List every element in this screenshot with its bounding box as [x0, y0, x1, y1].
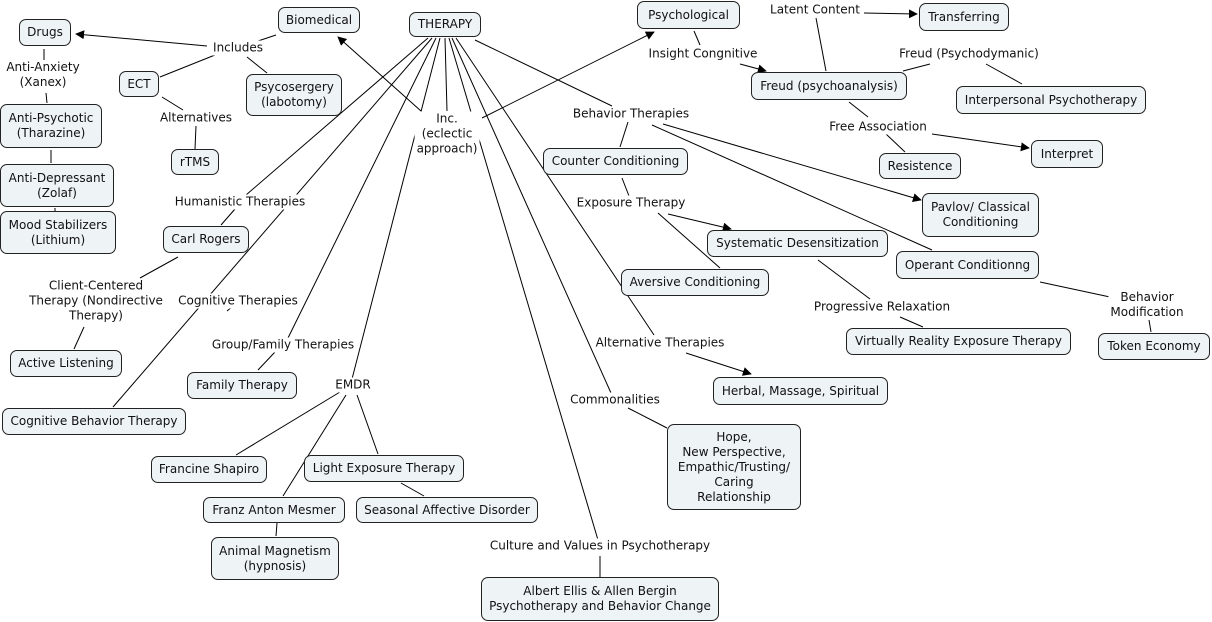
concept-drugs[interactable]: Drugs	[19, 19, 71, 46]
concept-psychological[interactable]: Psychological	[637, 1, 740, 29]
concept-psycosergery[interactable]: Psycosergery (labotomy)	[246, 74, 342, 116]
link-line	[863, 9, 918, 19]
link-line	[220, 208, 236, 226]
link-line	[139, 256, 179, 279]
link-line	[474, 39, 613, 107]
concept-herbal-massage-spiritual[interactable]: Herbal, Massage, Spiritual	[713, 377, 888, 405]
link-line	[667, 213, 732, 232]
concept-transferring[interactable]: Transferring	[919, 3, 1009, 31]
link-includes: Includes	[211, 40, 265, 56]
link-free-association: Free Association	[827, 119, 929, 135]
link-line	[657, 212, 721, 269]
link-client-centered: Client-Centered Therapy (Nondirective Th…	[27, 278, 165, 324]
link-line	[481, 31, 655, 119]
concept-virtual-reality-exposure[interactable]: Virtually Reality Exposure Therapy	[846, 328, 1071, 355]
link-line	[351, 37, 441, 380]
link-line	[931, 133, 1030, 152]
concept-hope[interactable]: Hope, New Perspective, Empathic/Trusting…	[667, 424, 801, 510]
link-line	[337, 36, 422, 112]
link-line	[693, 30, 701, 46]
link-humanistic-therapies: Humanistic Therapies	[172, 194, 308, 210]
concept-mood-stabilizers[interactable]: Mood Stabilizers (Lithium)	[0, 211, 116, 254]
link-line	[627, 407, 668, 429]
concept-family-therapy[interactable]: Family Therapy	[187, 372, 297, 399]
concept-systematic-desensitization[interactable]: Systematic Desensitization	[707, 230, 888, 257]
link-line	[451, 37, 612, 394]
link-line	[194, 125, 197, 150]
link-line	[75, 30, 208, 47]
link-line	[161, 96, 184, 111]
link-anti-anxiety: Anti-Anxiety (Xanex)	[4, 60, 82, 90]
link-line	[45, 92, 48, 104]
link-line	[275, 522, 278, 537]
link-line	[400, 482, 425, 497]
link-line	[685, 352, 752, 376]
link-freud-psychodynamic: Freud (Psychodymanic)	[897, 46, 1041, 62]
link-commonalities: Commonalities	[568, 392, 662, 408]
concept-token-economy[interactable]: Token Economy	[1098, 333, 1210, 360]
link-line	[1039, 281, 1111, 298]
link-inc-eclectic: Inc. (eclectic approach)	[414, 111, 480, 157]
link-line	[817, 259, 871, 300]
concept-ect[interactable]: ECT	[119, 71, 159, 97]
link-line	[73, 326, 85, 350]
concept-interpersonal-psychotherapy[interactable]: Interpersonal Psychotherapy	[956, 86, 1146, 114]
link-line	[159, 54, 216, 78]
link-progressive-relaxation: Progressive Relaxation	[811, 299, 953, 315]
concept-resistence[interactable]: Resistence	[879, 153, 961, 179]
concept-cognitive-behavior-therapy[interactable]: Cognitive Behavior Therapy	[2, 408, 186, 435]
link-emdr: EMDR	[333, 377, 373, 393]
link-line	[739, 63, 767, 74]
concept-animal-magnetism[interactable]: Animal Magnetism (hypnosis)	[211, 537, 339, 580]
concept-interpret[interactable]: Interpret	[1031, 140, 1103, 168]
link-line	[662, 123, 922, 203]
link-line	[902, 63, 931, 72]
link-alternatives: Alternatives	[157, 110, 235, 126]
link-line	[621, 177, 630, 197]
link-line	[815, 17, 827, 72]
concept-carl-rogers[interactable]: Carl Rogers	[163, 226, 249, 253]
link-culture-values: Culture and Values in Psychotherapy	[487, 538, 713, 554]
link-line	[651, 124, 933, 251]
link-line	[287, 37, 437, 339]
concept-therapy[interactable]: THERAPY	[409, 12, 481, 37]
link-line	[246, 56, 268, 74]
link-line	[619, 121, 629, 148]
link-insight-cognitive: Insight Congnitive	[646, 46, 760, 62]
link-line	[444, 37, 448, 112]
link-line	[885, 133, 906, 153]
concept-active-listening[interactable]: Active Listening	[10, 350, 122, 377]
link-line	[245, 37, 429, 196]
concept-rtms[interactable]: rTMS	[171, 149, 219, 175]
concept-seasonal-affective-disorder[interactable]: Seasonal Affective Disorder	[356, 497, 538, 523]
link-line	[356, 394, 379, 455]
concept-anti-psychotic[interactable]: Anti-Psychotic (Tharazine)	[0, 104, 102, 148]
concept-freud-psychoanalysis[interactable]: Freud (psychoanalysis)	[751, 72, 907, 100]
link-cognitive-therapies: Cognitive Therapies	[176, 293, 300, 309]
link-line	[899, 316, 924, 328]
link-line	[257, 351, 276, 371]
link-group-family-therapies: Group/Family Therapies	[209, 337, 357, 353]
concept-anti-depressant[interactable]: Anti-Depressant (Zolaf)	[0, 164, 114, 207]
concept-aversive-conditioning[interactable]: Aversive Conditioning	[621, 269, 769, 296]
link-behavior-therapies: Behavior Therapies	[570, 106, 692, 122]
link-latent-content: Latent Content	[768, 2, 862, 18]
concept-operant-conditioning[interactable]: Operant Conditionng	[896, 251, 1039, 279]
concept-francine-shapiro[interactable]: Francine Shapiro	[151, 456, 267, 483]
link-line	[848, 101, 869, 118]
concept-light-exposure-therapy[interactable]: Light Exposure Therapy	[304, 455, 464, 482]
link-exposure-therapy: Exposure Therapy	[574, 195, 688, 211]
concept-pavlov[interactable]: Pavlov/ Classical Conditioning	[922, 193, 1039, 237]
concept-albert-ellis[interactable]: Albert Ellis & Allen Bergin Psychotherap…	[481, 577, 719, 621]
link-behavior-modification: Behavior Modification	[1108, 290, 1186, 320]
link-line	[985, 63, 1023, 85]
link-line	[282, 394, 347, 497]
link-alternative-therapies: Alternative Therapies	[593, 335, 727, 351]
concept-counter-conditioning[interactable]: Counter Conditioning	[543, 148, 688, 175]
concept-franz-anton-mesmer[interactable]: Franz Anton Mesmer	[203, 497, 345, 523]
link-line	[112, 37, 433, 408]
link-line	[235, 391, 341, 456]
concept-biomedical[interactable]: Biomedical	[278, 7, 360, 33]
